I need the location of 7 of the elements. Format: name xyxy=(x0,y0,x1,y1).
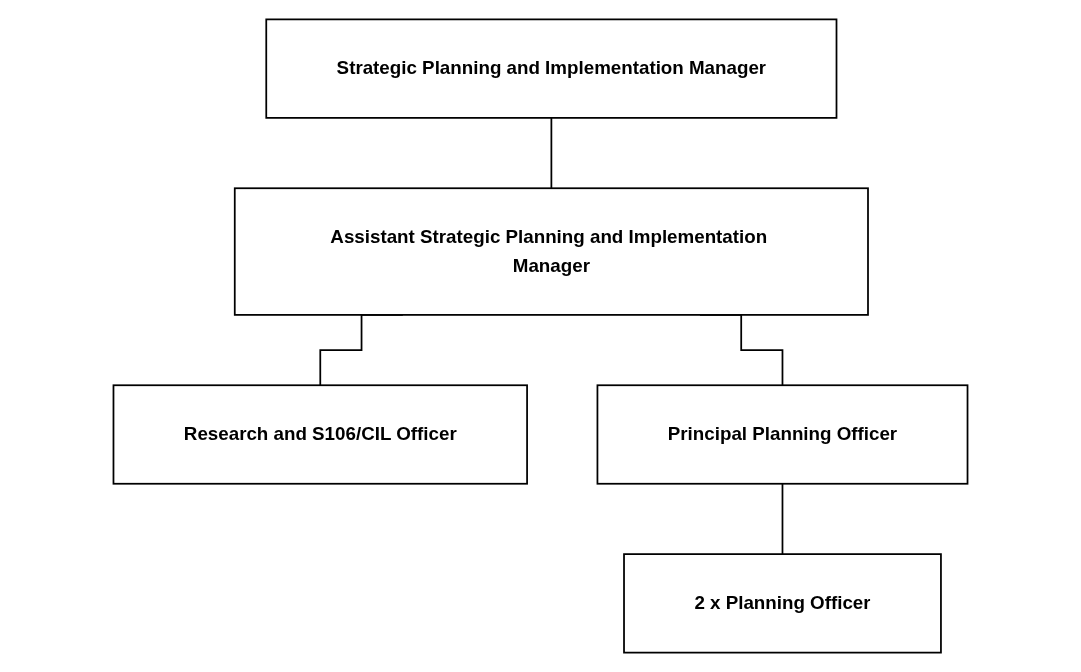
node-box: Strategic Planning and Implementation Manager xyxy=(265,18,838,119)
node-box: Assistant Strategic Planning and Implementation Manager xyxy=(233,187,869,316)
node-box: Principal Planning Officer xyxy=(596,384,969,485)
connector xyxy=(550,117,553,190)
node-box: Research and S106/CIL Officer xyxy=(112,384,528,485)
node-box: 2 x Planning Officer xyxy=(623,553,942,654)
connector xyxy=(781,482,784,555)
